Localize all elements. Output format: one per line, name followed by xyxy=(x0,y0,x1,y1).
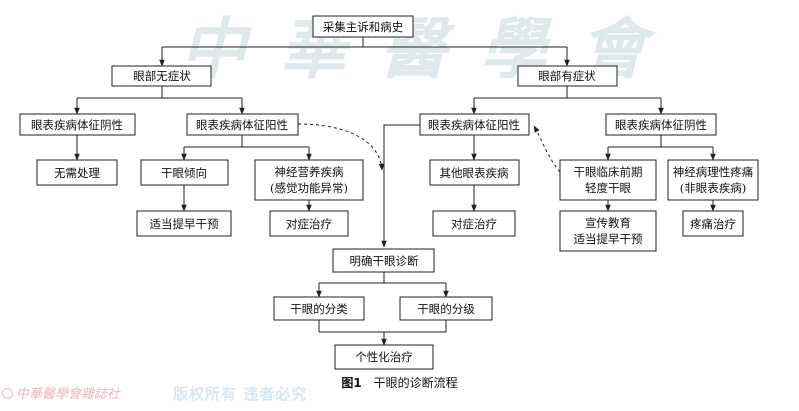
node-education: 宣传教育 适当提早干预 xyxy=(559,210,657,252)
svg-text:个性化治疗: 个性化治疗 xyxy=(355,350,413,364)
watermark-footer-text: 中華醫學會雜誌社 xyxy=(16,387,121,402)
node-has-symptom: 眼部有症状 xyxy=(517,65,618,87)
node-diagnosis: 明确干眼诊断 xyxy=(332,248,435,273)
figure-label: 图1 xyxy=(341,376,362,390)
edge-dashed-to-diagnosis xyxy=(297,123,385,171)
svg-text:采集主诉和病史: 采集主诉和病史 xyxy=(323,20,404,34)
svg-text:轻度干眼: 轻度干眼 xyxy=(585,181,631,195)
svg-text:干眼倾向: 干眼倾向 xyxy=(161,166,207,180)
node-hs-sign-negative: 眼表疾病体征阴性 xyxy=(605,113,717,136)
node-dry-eye-tendency: 干眼倾向 xyxy=(140,159,229,186)
node-collect: 采集主诉和病史 xyxy=(312,15,414,38)
svg-text:(感觉功能异常): (感觉功能异常) xyxy=(270,181,348,195)
svg-text:适当提早干预: 适当提早干预 xyxy=(150,217,219,231)
svg-text:干眼的分级: 干眼的分级 xyxy=(417,302,475,316)
svg-text:(非眼表疾病): (非眼表疾病) xyxy=(680,181,746,195)
svg-text:眼表疾病体征阴性: 眼表疾病体征阴性 xyxy=(31,118,123,132)
svg-text:眼部有症状: 眼部有症状 xyxy=(538,69,596,83)
node-neuropathic: 神经病理性疼痛 (非眼表疾病) xyxy=(667,159,759,201)
svg-text:无需处理: 无需处理 xyxy=(54,166,100,180)
figure-caption: 图1 干眼的诊断流程 xyxy=(0,374,799,391)
edge-collect-split xyxy=(162,37,567,48)
node-early-intervention: 适当提早干预 xyxy=(136,210,232,237)
edge-nspos-split xyxy=(184,135,309,148)
edge-ns-split xyxy=(77,86,242,99)
node-hs-sign-positive: 眼表疾病体征阳性 xyxy=(419,113,530,136)
node-personalized: 个性化治疗 xyxy=(334,344,434,370)
watermark-seal-icon xyxy=(2,388,13,399)
node-no-symptom: 眼部无症状 xyxy=(111,65,212,87)
svg-text:适当提早干预: 适当提早干预 xyxy=(574,232,643,246)
watermark-footer: 中華醫學會雜誌社 xyxy=(2,383,120,402)
edge-dashed-to-hs-pos xyxy=(533,125,561,173)
svg-text:眼表疾病体征阳性: 眼表疾病体征阳性 xyxy=(428,118,520,132)
watermark-copyright: 版权所有 违者必究 xyxy=(173,385,308,403)
node-neurotrophic: 神经营养疾病 (感觉功能异常) xyxy=(254,159,364,201)
svg-text:神经营养疾病: 神经营养疾病 xyxy=(275,165,344,179)
edges xyxy=(74,37,716,346)
node-ns-sign-negative: 眼表疾病体征阴性 xyxy=(19,113,136,136)
svg-text:明确干眼诊断: 明确干眼诊断 xyxy=(350,254,419,268)
svg-text:其他眼表疾病: 其他眼表疾病 xyxy=(440,166,509,180)
node-grading: 干眼的分级 xyxy=(399,296,493,321)
node-no-treatment: 无需处理 xyxy=(36,159,118,186)
node-preclinical: 干眼临床前期 轻度干眼 xyxy=(559,159,657,201)
svg-text:宣传教育: 宣传教育 xyxy=(585,216,631,230)
node-other-treatment: 对症治疗 xyxy=(432,210,516,237)
figure-caption-text: 干眼的诊断流程 xyxy=(373,376,458,390)
svg-text:对症治疗: 对症治疗 xyxy=(286,217,332,231)
node-ns-sign-positive: 眼表疾病体征阳性 xyxy=(186,113,299,136)
node-symptomatic: 对症治疗 xyxy=(269,210,349,237)
svg-text:眼部无症状: 眼部无症状 xyxy=(133,69,191,83)
svg-text:干眼临床前期: 干眼临床前期 xyxy=(574,165,643,179)
node-other-disease: 其他眼表疾病 xyxy=(429,159,520,186)
svg-text:干眼的分类: 干眼的分类 xyxy=(290,302,348,316)
node-classification: 干眼的分类 xyxy=(273,296,365,321)
svg-text:对症治疗: 对症治疗 xyxy=(451,217,497,231)
svg-text:疼痛治疗: 疼痛治疗 xyxy=(690,217,736,231)
edge-diag-split xyxy=(319,272,446,284)
edge-to-diagnosis xyxy=(381,124,420,248)
edge-hsneg-split xyxy=(608,135,713,148)
edge-merge xyxy=(318,320,447,333)
edge-hs-split xyxy=(474,86,661,99)
node-pain-treatment: 疼痛治疗 xyxy=(682,210,744,237)
svg-text:眼表疾病体征阴性: 眼表疾病体征阴性 xyxy=(615,118,707,132)
svg-text:神经病理性疼痛: 神经病理性疼痛 xyxy=(673,165,754,179)
svg-text:眼表疾病体征阳性: 眼表疾病体征阳性 xyxy=(196,118,288,132)
